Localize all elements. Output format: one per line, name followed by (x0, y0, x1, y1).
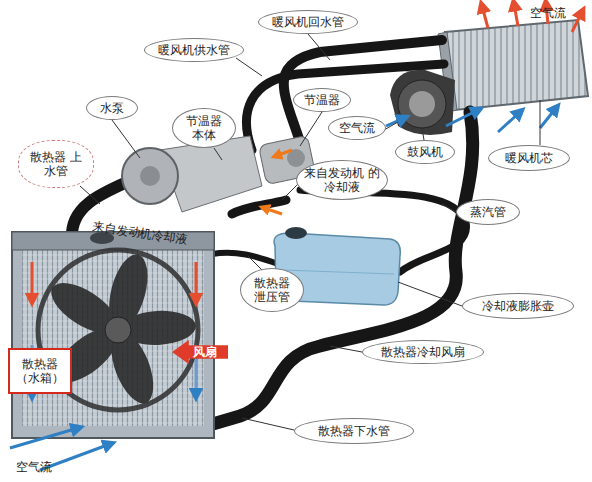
callout-bubble: 散热器 上水管 (18, 140, 94, 188)
callout-bubble: 节温器 本体 (172, 108, 236, 148)
callout-text: 暖风机供水管 (158, 43, 230, 57)
flow-arrows (10, 4, 582, 470)
callout-bubble: 暖风机供水管 (144, 38, 244, 62)
callout-text: 节温器 (304, 93, 340, 107)
callout-bubble: 鼓风机 (395, 140, 455, 164)
part-label: 空气流 (530, 6, 566, 20)
heater-core (438, 20, 588, 112)
callout-bubble: 散热器下水管 (294, 418, 414, 444)
callout-bubble: 散热器冷却风扇 (362, 340, 484, 364)
callout-bubble: 水泵 (86, 96, 138, 120)
callout-text: 冷却液膨胀壶 (482, 299, 554, 313)
callout-bubble: 节温器 (293, 88, 351, 112)
water-pump (122, 136, 262, 212)
callout-bubble: 散热器 泄压管 (240, 268, 304, 312)
callout-bubble: 蒸汽管 (456, 199, 520, 225)
callout-text: 散热器 上水管 (25, 150, 87, 178)
callout-text: 空气流 (339, 121, 375, 135)
part-label: 空气流 (16, 460, 52, 474)
radiator-box: 散热器 （水箱） (8, 348, 72, 394)
callout-bubble: 冷却液膨胀壶 (462, 293, 574, 319)
callout-text: 散热器 （水箱） (14, 357, 66, 385)
callout-bubble: 空气流 (328, 116, 386, 140)
blower (390, 70, 455, 135)
callout-text: 散热器 泄压管 (247, 276, 297, 304)
callout-bubble: 来自发动机 的冷却液 (296, 160, 388, 200)
callout-text: 节温器 本体 (179, 114, 229, 142)
callout-text: 水泵 (100, 101, 124, 115)
radiator (12, 232, 214, 438)
callout-text: 蒸汽管 (470, 205, 506, 219)
callout-text: 暖风机回水管 (272, 15, 344, 29)
callout-text: 来自发动机 的冷却液 (303, 166, 381, 194)
callout-text: 鼓风机 (407, 145, 443, 159)
hoses (72, 40, 473, 426)
callout-text: 风扇 (193, 345, 217, 359)
callout-text: 暖风机芯 (505, 151, 553, 165)
callout-text: 散热器冷却风扇 (381, 345, 465, 359)
fan-arrow: 风扇 (172, 340, 228, 364)
callout-text: 散热器下水管 (318, 424, 390, 438)
callout-bubble: 暖风机回水管 (258, 10, 358, 34)
callout-bubble: 暖风机芯 (488, 145, 570, 171)
leader-lines (80, 34, 540, 430)
